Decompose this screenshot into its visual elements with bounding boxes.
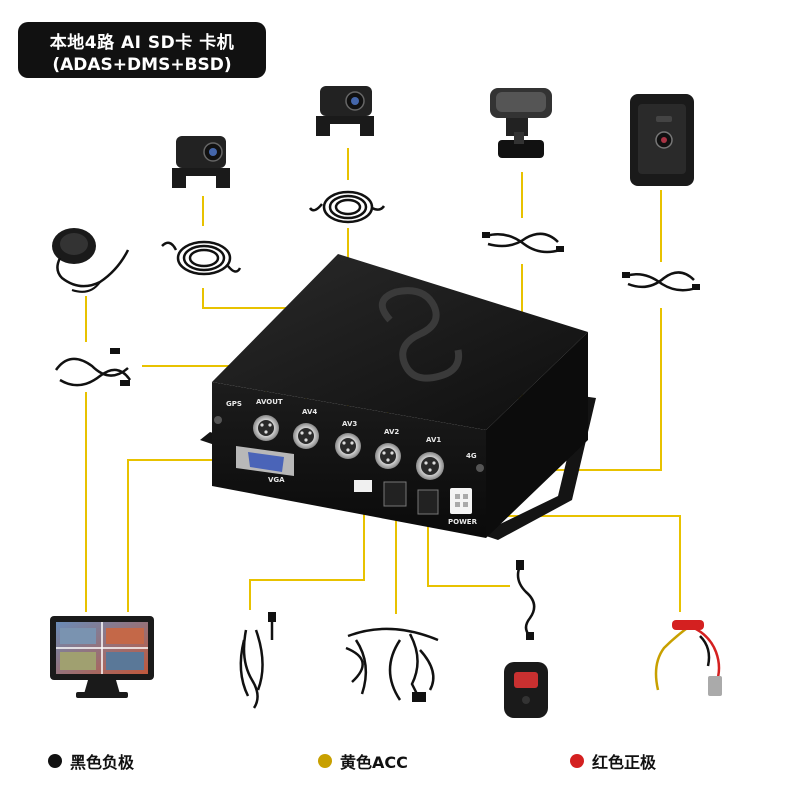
port-label-av4: AV4 — [302, 408, 317, 416]
port-label-av3: AV3 — [342, 420, 357, 428]
fuse-power-cable — [654, 620, 722, 696]
port-av4 — [293, 423, 319, 449]
bsd-speaker — [52, 228, 130, 293]
port-av3 — [335, 433, 361, 459]
title-line-2: (ADAS+DMS+BSD) — [52, 55, 232, 75]
port-vga — [236, 446, 294, 476]
sd-lock-cable — [239, 612, 276, 709]
legend-label-black: 黑色负极 — [70, 753, 135, 772]
monitor — [50, 616, 154, 698]
dms-cable — [622, 271, 700, 292]
port-label-gps: GPS — [226, 400, 242, 408]
legend-dot-yellow — [318, 754, 332, 768]
legend-item-red-positive: 红色正极 — [570, 750, 656, 772]
port-av1 — [416, 452, 444, 480]
port-label-av2: AV2 — [384, 428, 399, 436]
port-avout — [253, 415, 279, 441]
legend-dot-black — [48, 754, 62, 768]
side-camera-right — [316, 86, 374, 136]
adas-camera — [490, 88, 552, 158]
video-cable-left — [161, 240, 242, 276]
port-av2 — [375, 443, 401, 469]
port-alarm — [417, 489, 439, 515]
port-label-power: POWER — [448, 518, 478, 526]
video-cable-right — [308, 190, 386, 224]
port-label-vga: VGA — [268, 476, 285, 484]
legend-item-black-negative: 黑色负极 — [48, 750, 134, 772]
line-sd-lock — [249, 492, 365, 610]
port-power — [450, 488, 472, 514]
port-label-avout: AVOUT — [256, 398, 283, 406]
title-line-1: 本地4路 AI SD卡 卡机 — [49, 33, 235, 53]
legend-label-yellow: 黄色ACC — [340, 753, 408, 772]
title-badge: 本地4路 AI SD卡 卡机 (ADAS+DMS+BSD) — [18, 22, 266, 78]
port-label-av1: AV1 — [426, 436, 441, 444]
power-harness — [345, 627, 439, 702]
legend-dot-red — [570, 754, 584, 768]
port-sd-lock — [354, 480, 372, 492]
dms-camera — [630, 94, 694, 186]
port-label-4g: 4G — [466, 452, 477, 460]
side-camera-left — [172, 136, 230, 188]
bsd-cable — [54, 348, 132, 387]
mdvr-box: GPS AVOUT AV4 AV3 AV2 AV1 4G VGA POWER — [200, 254, 596, 540]
port-io — [383, 481, 407, 507]
emergency-button — [504, 560, 548, 718]
legend-label-red: 红色正极 — [592, 753, 657, 772]
legend-item-yellow-acc: 黄色ACC — [318, 750, 408, 772]
adas-cable — [482, 232, 564, 254]
